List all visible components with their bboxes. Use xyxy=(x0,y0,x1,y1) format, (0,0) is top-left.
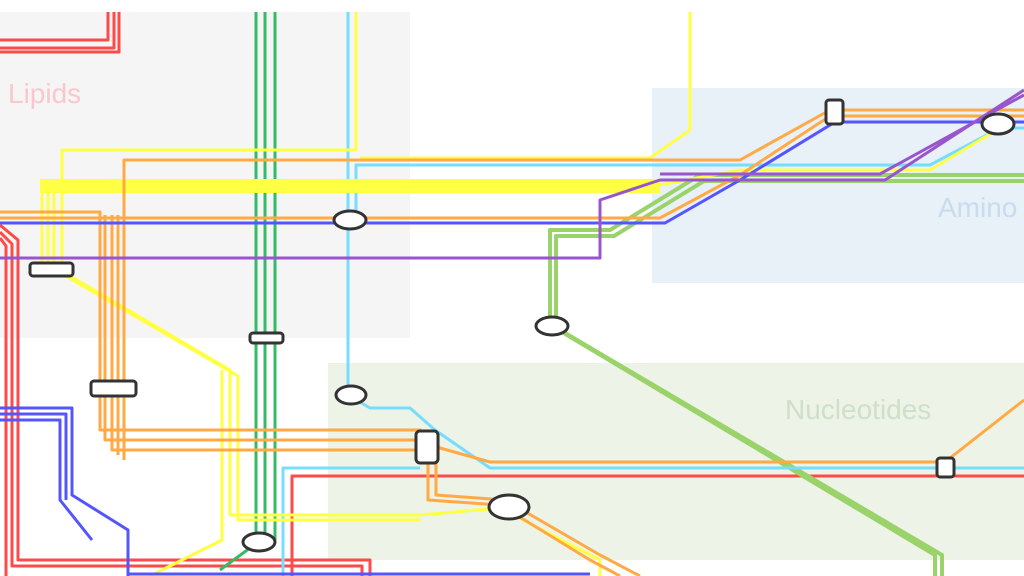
station-node[interactable] xyxy=(487,493,531,521)
line-purple xyxy=(0,88,1024,260)
region-label-nucleotides: Nucleotides xyxy=(785,394,932,425)
station-node[interactable] xyxy=(935,456,956,479)
station-node[interactable] xyxy=(534,315,570,337)
line-green xyxy=(219,12,277,572)
station-node[interactable] xyxy=(89,379,138,398)
line-red xyxy=(0,12,1024,576)
station-node[interactable] xyxy=(332,209,368,231)
line-orange xyxy=(0,108,1024,576)
station-node[interactable] xyxy=(414,429,440,465)
station-node[interactable] xyxy=(980,112,1016,136)
station-node[interactable] xyxy=(248,331,285,345)
region-label-lipids: Lipids xyxy=(8,78,82,109)
region-label-amino: Amino xyxy=(938,192,1018,223)
region-lipids xyxy=(0,12,410,338)
station-node[interactable] xyxy=(241,531,277,553)
station-node[interactable] xyxy=(334,384,368,406)
station-node[interactable] xyxy=(824,98,845,126)
station-node[interactable] xyxy=(28,261,75,278)
